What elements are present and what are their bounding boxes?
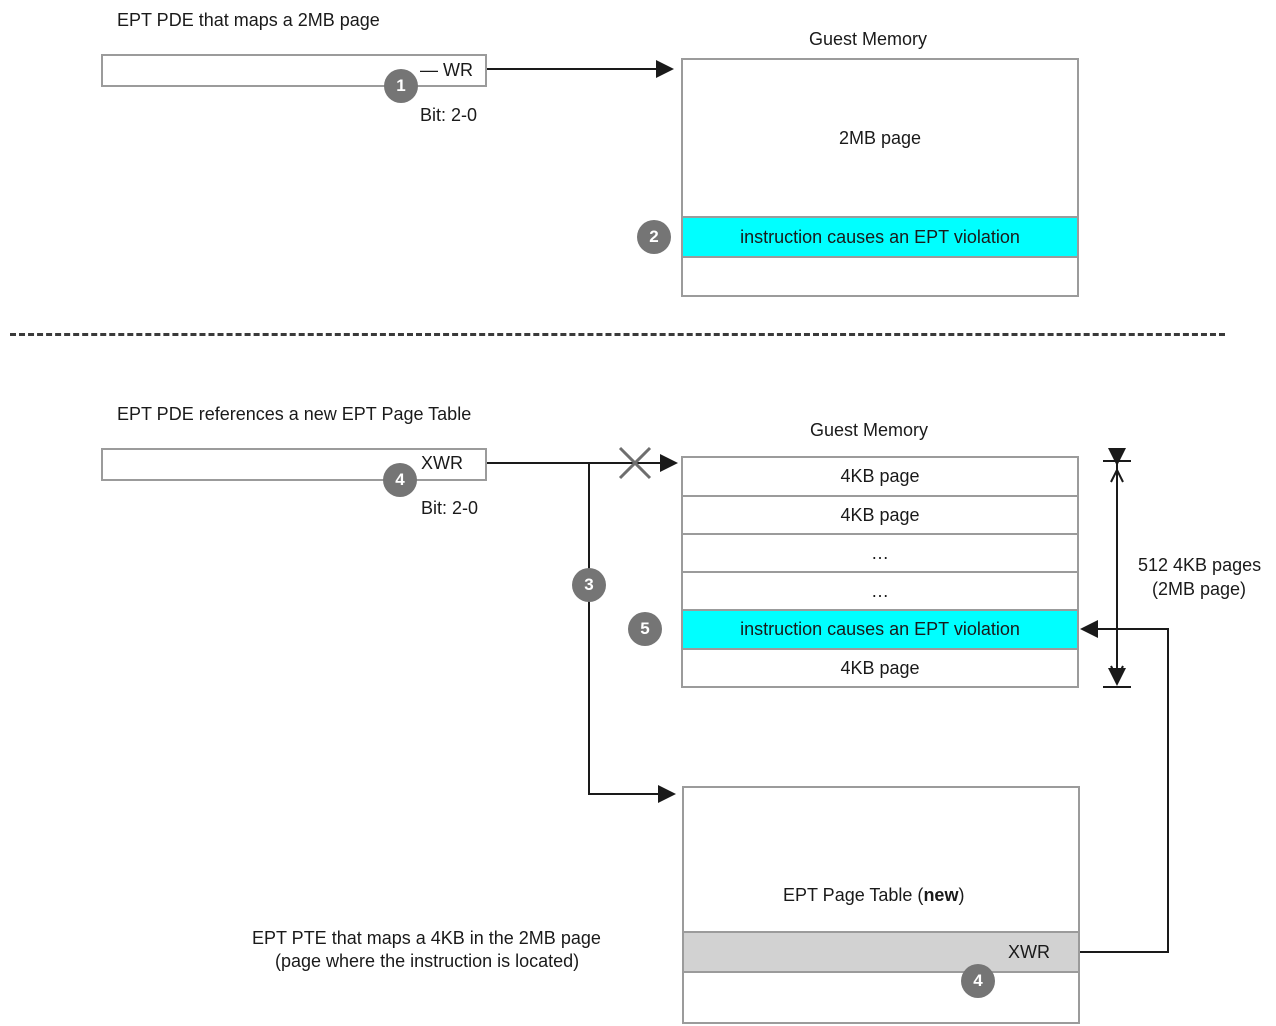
ept-page-table-title-emphasis: new: [923, 885, 959, 905]
arrow-pte-to-violation: [1080, 620, 1169, 953]
bracket-label-line1: 512 4KB pages: [1138, 555, 1262, 575]
step-badge-1: 1: [384, 69, 418, 103]
guest-row-bottom-violation-label: instruction causes an EPT violation: [740, 619, 1020, 639]
pde-bits-label-top: — WR: [420, 60, 473, 80]
guest-row-bottom-2-label: …: [871, 542, 889, 563]
guest-row-bottom-violation: instruction causes an EPT violation: [683, 609, 1077, 650]
guest-row-top-violation-label: instruction causes an EPT violation: [740, 226, 1020, 247]
step-badge-4-pde: 4: [383, 463, 417, 497]
guest-memory-title-top: Guest Memory: [809, 29, 928, 49]
bracket-label-line2: (2MB page): [1152, 579, 1247, 599]
section-divider: [10, 333, 1225, 336]
pte-caption-line2: (page where the instruction is located): [275, 951, 580, 971]
guest-row-bottom-5: 4KB page: [683, 650, 1077, 686]
ept-pte-bits-label: XWR: [1008, 941, 1050, 962]
guest-row-bottom-5-label: 4KB page: [840, 657, 920, 678]
guest-row-bottom-1: 4KB page: [683, 495, 1077, 533]
guest-row-bottom-2: …: [683, 533, 1077, 571]
step-badge-5: 5: [628, 612, 662, 646]
guest-row-bottom-1-label: 4KB page: [840, 504, 920, 525]
guest-row-bottom-3-label: …: [871, 580, 889, 601]
pde-caption-top: EPT PDE that maps a 2MB page: [117, 10, 380, 30]
guest-row-top-violation: instruction causes an EPT violation: [683, 216, 1077, 258]
ept-pde-box-top[interactable]: [101, 54, 487, 87]
ept-page-table-title: EPT Page Table (new): [783, 884, 964, 907]
ept-page-table-title-suffix: ): [958, 885, 965, 905]
guest-row-bottom-0-label: 4KB page: [840, 466, 920, 486]
pte-caption-line1: EPT PTE that maps a 4KB in the 2MB page: [252, 928, 601, 948]
ept-page-table-title-prefix: EPT Page Table (: [783, 885, 924, 905]
guest-row-top-2: [683, 258, 1077, 295]
guest-row-top-0: 2MB page: [683, 60, 1077, 216]
step-badge-2: 2: [637, 220, 671, 254]
ept-page-table-box: [682, 786, 1080, 1024]
ept-pde-box-bottom[interactable]: [101, 448, 487, 481]
guest-memory-title-bottom: Guest Memory: [810, 420, 929, 440]
guest-row-top-0-label: 2MB page: [838, 127, 922, 148]
bracket-512-pages: [1103, 448, 1131, 688]
guest-row-bottom-3: …: [683, 571, 1077, 609]
pde-bits-note-top: Bit: 2-0: [420, 105, 478, 125]
step-badge-4-pte: 4: [961, 964, 995, 998]
pde-bits-label-bottom: XWR: [421, 453, 463, 473]
guest-row-bottom-0: 4KB page: [683, 458, 1077, 495]
blocked-cross-icon: [618, 446, 652, 480]
step-badge-3: 3: [572, 568, 606, 602]
pde-caption-bottom: EPT PDE references a new EPT Page Table: [117, 404, 472, 424]
ept-pte-row[interactable]: XWR: [684, 931, 1078, 973]
pde-bits-note-bottom: Bit: 2-0: [421, 498, 479, 518]
